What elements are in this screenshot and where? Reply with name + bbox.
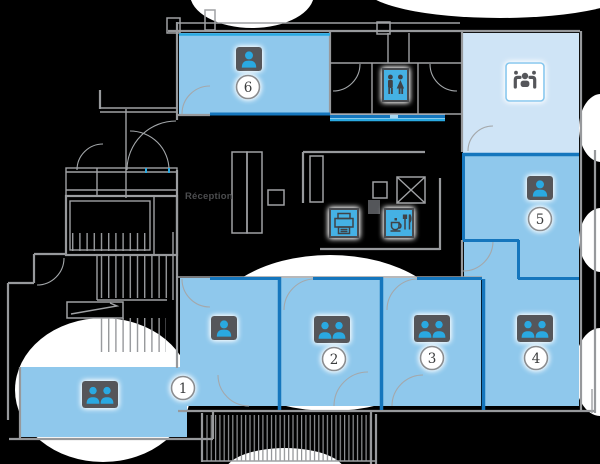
room-4-number-badge[interactable]: 4 [523, 345, 549, 371]
room-4-number: 4 [532, 351, 541, 367]
room-6-area[interactable] [179, 33, 330, 114]
person-icon [211, 316, 237, 340]
windows [145, 33, 445, 173]
room-borders [210, 112, 579, 410]
cloud-blob [376, 0, 600, 18]
furniture [231, 151, 426, 234]
bin [368, 200, 380, 214]
cloud-blob [579, 94, 600, 162]
room-6-number-badge[interactable]: 6 [235, 74, 261, 100]
room-5-number: 5 [536, 212, 545, 228]
walls [6, 9, 597, 464]
closet [246, 151, 263, 234]
room-6-number: 6 [244, 80, 253, 96]
cabinet [372, 181, 388, 199]
people-icon [314, 316, 350, 343]
room-3-area[interactable] [383, 278, 481, 406]
room-1-area[interactable] [180, 278, 278, 406]
meeting-people-icon [505, 62, 545, 102]
staircase [66, 233, 172, 352]
room-2-number-badge[interactable]: 2 [321, 346, 347, 372]
cloud-blob [190, 0, 314, 28]
room-3-number-badge[interactable]: 3 [419, 345, 445, 371]
person-icon [527, 176, 553, 200]
people-icon [517, 315, 553, 342]
amenity-icons [329, 62, 545, 238]
printer-icon [329, 208, 359, 238]
people-icon [414, 315, 450, 342]
reception-label: Réception [185, 191, 233, 202]
cabinet [267, 189, 285, 206]
coffee-cutlery-icon [384, 208, 414, 238]
restroom-icon [382, 68, 409, 102]
door-arcs [36, 63, 494, 407]
room-1-number-badge[interactable]: 1 [170, 375, 196, 401]
people-icon [82, 381, 118, 408]
room-number-markers: 1 2 3 4 5 6 [170, 74, 553, 401]
person-icon [236, 47, 262, 71]
sink-unit [396, 176, 426, 204]
room-2-number: 2 [330, 352, 339, 368]
terrace-hatch [204, 415, 371, 461]
counter [309, 155, 324, 203]
room-1-number: 1 [179, 381, 188, 397]
room-5-number-badge[interactable]: 5 [527, 206, 553, 232]
room-3-number: 3 [428, 351, 437, 367]
